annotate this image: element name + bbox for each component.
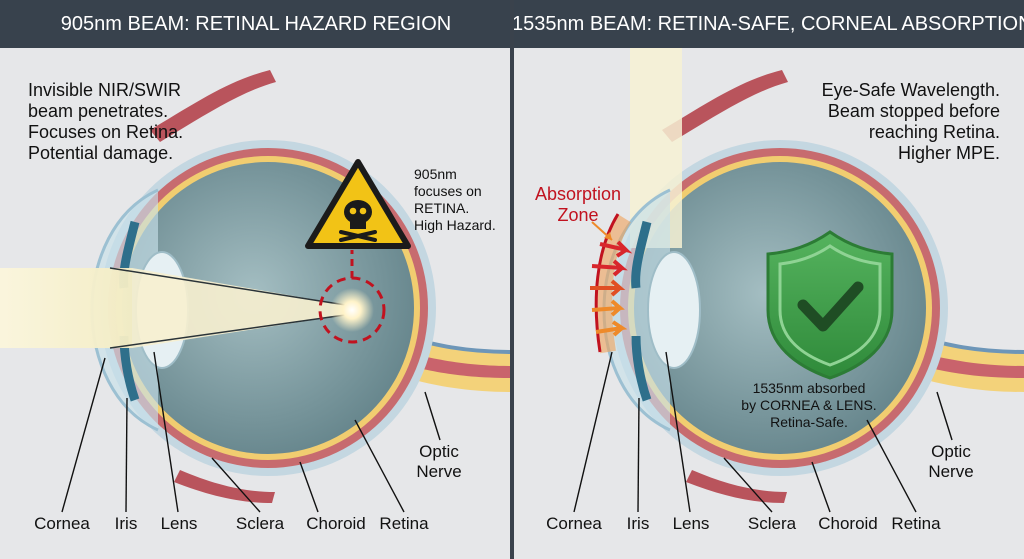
left-label-optic-nerve: Optic Nerve (416, 442, 462, 481)
focal-point-glow (330, 288, 374, 332)
panel-divider (510, 0, 514, 559)
iris-lower (631, 335, 652, 402)
laser-beam-905nm (0, 267, 353, 349)
left-eye-illustration (0, 70, 512, 513)
skull-warning-triangle-icon (305, 159, 411, 249)
left-label-sclera: Sclera (235, 514, 285, 533)
left-hazard-callout: 905nm focuses on RETINA. High Hazard. (414, 166, 496, 233)
lower-muscle (174, 470, 275, 503)
left-label-lens: Lens (160, 514, 198, 533)
left-label-iris: Iris (114, 514, 138, 533)
absorption-arrows (590, 240, 633, 337)
right-label-iris: Iris (626, 514, 650, 533)
right-label-optic-nerve: Optic Nerve (928, 442, 974, 481)
left-label-cornea: Cornea (34, 514, 90, 533)
absorption-zone-label: Absorption Zone (534, 184, 622, 225)
right-description: Eye-Safe Wavelength. Beam stopped before… (821, 80, 1000, 163)
iris-upper (631, 220, 652, 289)
leader-lines (61, 351, 441, 513)
right-label-retina: Retina (891, 514, 941, 533)
left-label-choroid: Choroid (306, 514, 366, 533)
lower-muscle (686, 470, 787, 503)
left-panel-905nm: 905nm BEAM: RETINAL HAZARD REGION Invisi… (0, 0, 512, 533)
absorption-boundary (594, 213, 620, 353)
upper-muscle (150, 70, 276, 142)
right-label-lens: Lens (672, 514, 710, 533)
upper-muscle (662, 70, 788, 142)
absorption-zone-pointer-head (604, 232, 612, 240)
absorption-band (596, 213, 631, 354)
left-panel-title: 905nm BEAM: RETINAL HAZARD REGION (0, 0, 512, 48)
right-panel-title: 1535nm BEAM: RETINA-SAFE, CORNEAL ABSORP… (512, 0, 1024, 48)
left-label-retina: Retina (379, 514, 429, 533)
right-safe-callout: 1535nm absorbed by CORNEA & LENS. Retina… (741, 380, 877, 430)
right-eye-illustration (573, 48, 1024, 513)
right-panel-1535nm: 1535nm BEAM: RETINA-SAFE, CORNEAL ABSORP… (512, 0, 1024, 559)
lens-shape (647, 251, 701, 369)
right-label-cornea: Cornea (546, 514, 602, 533)
leader-lines (573, 351, 953, 513)
right-label-choroid: Choroid (818, 514, 878, 533)
shield-check-icon (766, 230, 894, 380)
left-description: Invisible NIR/SWIR beam penetrates. Focu… (28, 80, 184, 163)
right-label-sclera: Sclera (747, 514, 797, 533)
